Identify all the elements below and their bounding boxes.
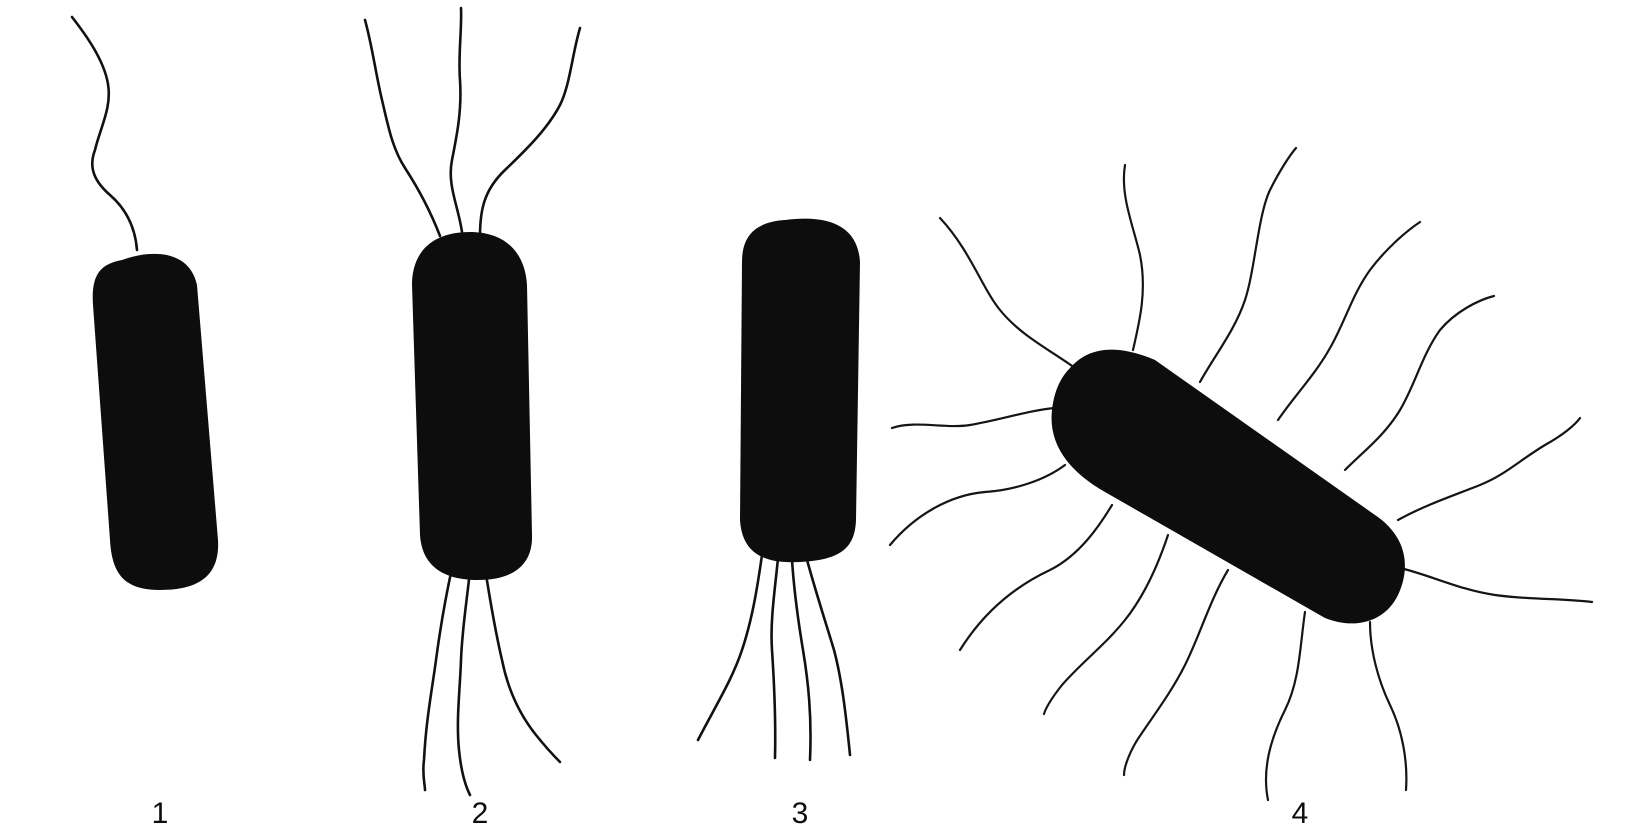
flagellum (72, 17, 137, 250)
panel-label-1: 1 (152, 797, 169, 825)
flagellum (698, 555, 762, 740)
panel-3-lophotrichous: 3 (698, 219, 860, 825)
flagellum (1370, 622, 1406, 790)
bacterium-cell-body (412, 232, 532, 580)
flagellum (772, 558, 778, 758)
panel-1-monotrichous: 1 (72, 17, 218, 825)
bacterium-cell-body (740, 219, 860, 563)
panel-4-peritrichous: 4 (890, 148, 1592, 825)
flagellum (940, 218, 1075, 368)
panel-label-4: 4 (1292, 797, 1309, 825)
flagellum (892, 408, 1055, 428)
flagellum (480, 28, 580, 236)
bacterium-cell-body (93, 254, 218, 590)
flagellum (1124, 165, 1143, 350)
flagellum (451, 8, 462, 232)
bacterium-cell-body (1052, 350, 1405, 624)
flagellum (1266, 612, 1305, 800)
flagellum (1400, 568, 1592, 602)
panel-label-3: 3 (792, 797, 809, 825)
flagellum (792, 560, 811, 760)
flagellum (960, 505, 1112, 650)
flagellum (1345, 296, 1494, 470)
panel-2-amphilophotrichous: 2 (365, 8, 580, 825)
flagellum (890, 465, 1065, 545)
flagellum (485, 568, 560, 762)
flagellum (1398, 418, 1580, 520)
flagellum (365, 20, 440, 236)
flagellum (458, 570, 470, 795)
flagellum (423, 568, 452, 790)
panel-label-2: 2 (472, 797, 489, 825)
flagellum (1278, 222, 1420, 420)
flagellum (806, 556, 850, 755)
flagellum (1200, 148, 1296, 382)
